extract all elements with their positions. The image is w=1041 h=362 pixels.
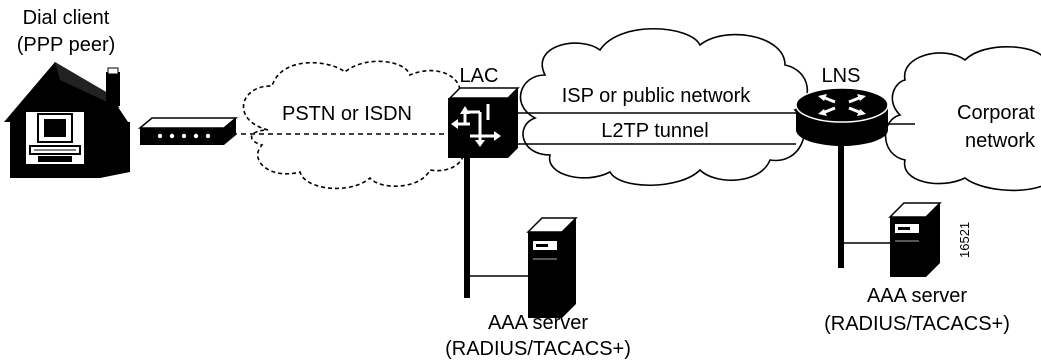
tower-server-icon	[526, 217, 578, 318]
modem-icon	[137, 117, 239, 145]
router-icon	[795, 87, 889, 146]
dial-client-label: Dial client	[23, 7, 110, 29]
isp-cloud	[519, 27, 809, 187]
lac-label: LAC	[460, 65, 499, 87]
tower-server-icon	[888, 202, 942, 277]
ppp-peer-label: (PPP peer)	[17, 34, 116, 56]
isp-label: ISP or public network	[562, 85, 752, 107]
corporate-label: Corporat	[957, 102, 1035, 124]
lns-lan-segment	[838, 140, 844, 268]
l2tp-tunnel-label: L2TP tunnel	[601, 120, 709, 142]
corporate-network-label: network	[965, 130, 1036, 152]
house-with-computer-icon	[4, 62, 130, 178]
figure-id-label: 16521	[957, 222, 972, 258]
radius-tacacs-right-label: (RADIUS/TACACS+)	[824, 313, 1010, 335]
aaa-server-right-label: AAA server	[867, 285, 967, 307]
pstn-label: PSTN or ISDN	[282, 103, 412, 125]
access-server-icon	[448, 87, 520, 158]
radius-tacacs-left-label: (RADIUS/TACACS+)	[445, 338, 631, 360]
lac-lan-segment	[464, 155, 470, 298]
lns-label: LNS	[822, 65, 861, 87]
corporate-cloud	[884, 46, 1041, 192]
aaa-server-left-label: AAA server	[488, 312, 588, 334]
